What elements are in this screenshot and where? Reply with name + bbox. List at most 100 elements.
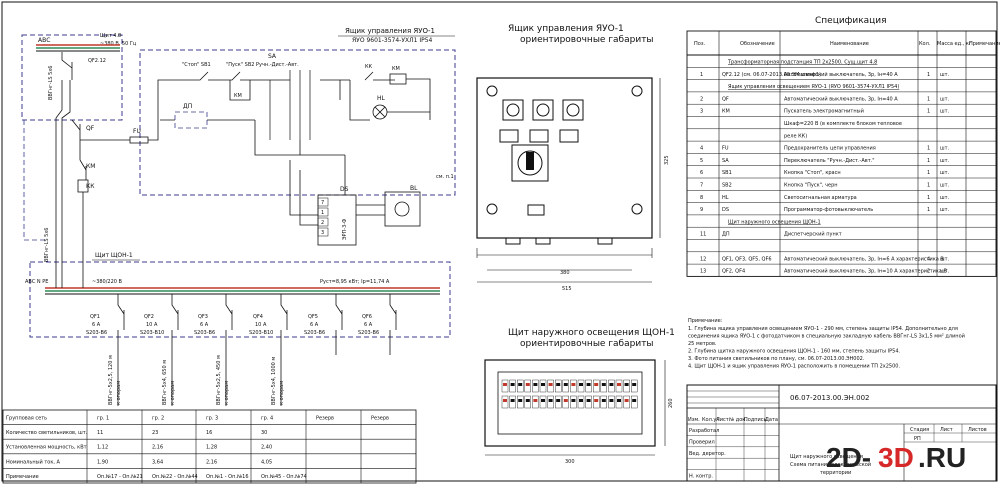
group-table-cell: 4,05 (261, 459, 272, 465)
spec-name: Диспетчерский пункт (784, 231, 842, 238)
group-table-cell: 2,40 (261, 445, 272, 451)
sb2-label: "Пуск" SB2 (226, 62, 254, 68)
kk-label: КК (86, 183, 95, 190)
bl-note: см. п.1 (436, 174, 454, 180)
hl-label: HL (377, 95, 386, 102)
watermark-part3: .RU (918, 442, 966, 473)
box-dim-height: 325 (664, 155, 670, 165)
spec-header: Масса ед., кг (937, 41, 972, 47)
spec-code: FU (722, 146, 729, 152)
spec-name: Автоматический выключатель, 3р, Iн=40 А (784, 71, 898, 78)
spec-code: SB2 (722, 183, 732, 189)
cable-bottom-label: ВВГнг-LS 5х6 (44, 228, 50, 262)
spec-name: Кнопка "Пуск", черн (784, 183, 838, 189)
group-table-label: Номинальный ток, А (6, 458, 61, 465)
group-table-cell: гр. 1 (97, 416, 109, 422)
svg-text:КМ: КМ (234, 93, 242, 99)
breaker-model: S203-В10 (249, 330, 273, 336)
breaker-symbol (117, 294, 125, 355)
spec-pos: 2 (700, 96, 703, 102)
group-table-cell: Оп.№45 - Оп.№74 (261, 474, 307, 480)
ds-label: DS (340, 186, 349, 193)
sa-label: SA (268, 53, 277, 60)
breaker-rating: 10 А (255, 322, 267, 328)
note-line: 2. Глубина щитка наружного освещения ЩОН… (688, 349, 901, 355)
bus-left-label: АВС N PE (25, 279, 48, 285)
control-box-model: ЯУО 9601-3574-УХЛ1 IP54 (352, 37, 433, 44)
spec-name: Кнопка "Стоп", красн (784, 170, 841, 176)
group-table-cell: 11 (97, 430, 103, 436)
svg-text:КК: КК (365, 64, 373, 70)
note-line: 25 метров. (688, 341, 717, 347)
spec-code: DS (722, 207, 729, 213)
panel-view: Щит наружного освещения ЩОН-1 ориентиров… (484, 328, 675, 465)
stamp-header-cell: № док. (729, 417, 747, 423)
box-dim-width: 515 (562, 286, 572, 292)
spec-pos: 4 (700, 146, 703, 152)
spec-code: ДП (722, 232, 730, 238)
breaker-symbol (335, 294, 343, 355)
spec-unit: шт. (940, 158, 949, 164)
breaker-model: S203-В6 (358, 330, 379, 336)
qf-top-label: QF2.12 (88, 58, 106, 64)
control-box-outline (139, 49, 456, 196)
spec-unit: шт. (940, 269, 949, 275)
stamp-role: Разработал (689, 428, 719, 434)
stamp-role: Проверил (689, 439, 715, 445)
spec-unit: шт. (940, 72, 949, 78)
panel-view-title-1: Щит наружного освещения ЩОН-1 (508, 328, 675, 338)
spec-section: Щит наружного освещения ЩОН-1 (728, 219, 821, 225)
spec-header: Примечание (969, 41, 1000, 47)
spec-name: Шкаф=220 В (в комплекте блоком тепловое (784, 121, 902, 127)
breaker-model: S203-В6 (194, 330, 215, 336)
svg-text:2: 2 (321, 220, 324, 226)
control-box-schematic: Ящик управления ЯУО-1 ЯУО 9601-3574-УХЛ1… (21, 27, 456, 406)
group-table-cell: 1,12 (97, 445, 108, 451)
top-panel-outline (21, 34, 123, 121)
spec-name: Автоматический выключатель, 3р, Iн=6 А х… (784, 255, 944, 262)
stamp-header-cell: Дата (765, 417, 778, 423)
breaker-cable: ВВГнг-5х4, 1000 м (271, 357, 277, 405)
spec-unit: шт. (940, 207, 949, 213)
control-box-view: Ящик управления ЯУО-1 ориентировочные га… (476, 24, 670, 292)
group-table-label: Установленная мощность, кВт (6, 445, 87, 451)
stamp-header-cell: Подпись (744, 417, 767, 423)
stamp-stage-value: РП (914, 436, 921, 442)
spec-qty: 1 (927, 109, 930, 115)
group-table-cell: 23 (152, 430, 158, 436)
svg-text:КМ: КМ (392, 66, 400, 72)
breaker-model: S203-В6 (86, 330, 107, 336)
group-table-cell: Оп.№1 - Оп.№16 (206, 474, 249, 480)
cable-top-label: ВВГнг-LS 5х6 (48, 66, 54, 100)
spec-unit: шт. (940, 195, 949, 201)
sb1-label: "Стоп" SB1 (182, 62, 211, 68)
spec-qty: 1 (927, 72, 930, 78)
group-table-cell: 3,64 (152, 459, 163, 465)
panel-dim-width: 300 (565, 459, 575, 465)
spec-qty: 2 (927, 269, 930, 275)
spec-qty: 1 (927, 195, 930, 201)
spec-header: Поз. (694, 41, 705, 47)
breaker-symbol (225, 294, 233, 355)
spec-pos: 6 (700, 170, 703, 176)
spec-pos: 12 (700, 256, 706, 262)
breaker-symbol (280, 294, 288, 355)
panel-title: Щит ЩОН-1 (95, 252, 133, 259)
breaker-dest: к опорам (279, 381, 285, 405)
breaker-name: QF1 (90, 314, 100, 320)
spec-header: Наименование (830, 41, 869, 47)
breaker-cable: ВВГнг-5х2,5, 120 м (108, 355, 114, 405)
breaker-symbol (389, 294, 397, 355)
stamp-role: Н. контр. (689, 474, 713, 480)
spec-pos: 7 (700, 183, 703, 189)
watermark: 2D- 3D .RU (826, 442, 966, 473)
breaker-dest: к опорам (224, 381, 230, 405)
spec-name: Предохранитель цепи управления (784, 146, 876, 152)
spec-code: HL (722, 195, 729, 201)
km-label: КМ (86, 163, 95, 170)
breaker-rating: 6 А (200, 322, 209, 328)
spec-name: Светосигнальная арматура (784, 195, 857, 201)
spec-section: Ящик управления освещением ЯУО-1 (ЯУО 96… (728, 84, 899, 90)
